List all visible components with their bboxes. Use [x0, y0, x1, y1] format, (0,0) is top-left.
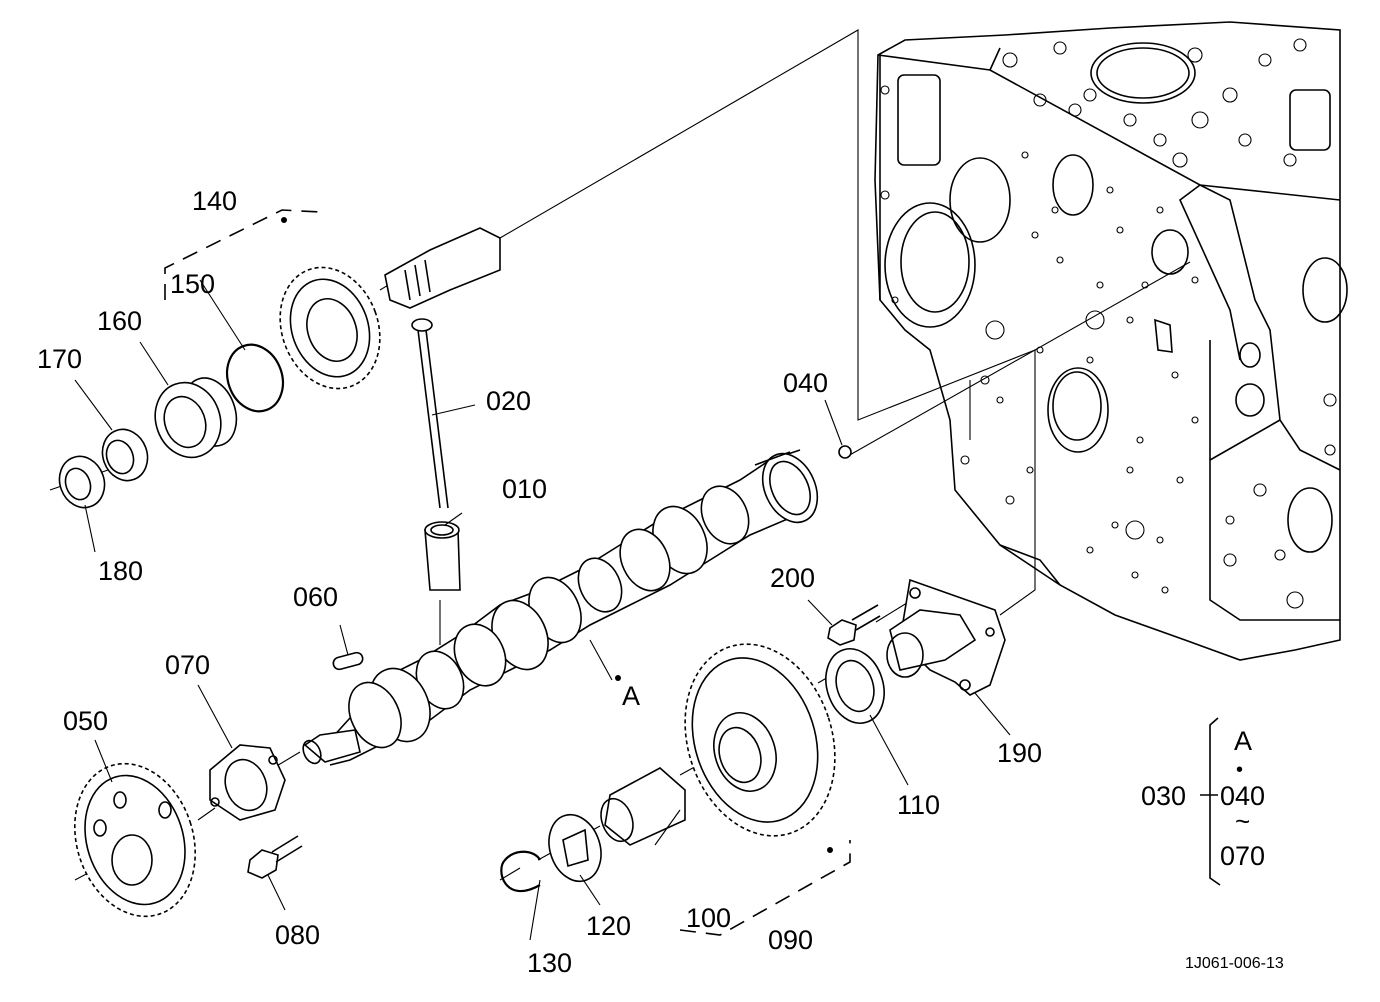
assembly-note-bullet: •: [1236, 759, 1243, 781]
nut-180: [58, 455, 106, 509]
callout-130: 130: [527, 948, 572, 978]
gear-090: [684, 643, 836, 837]
group-bracket-030: [1200, 717, 1221, 886]
callout-150: 150: [170, 269, 215, 299]
bolt-200: [827, 604, 881, 646]
callout-120: 120: [586, 911, 631, 941]
cover-190: [886, 578, 1006, 696]
assembly-note-letter: A: [1234, 726, 1252, 756]
callout-190: 190: [997, 738, 1042, 768]
callout-040: 040: [783, 368, 828, 398]
callout-050: 050: [63, 706, 108, 736]
bushing-100: [600, 767, 686, 846]
assembly-note-from: 040: [1220, 781, 1265, 811]
callout-100: 100: [686, 903, 731, 933]
camshaft: [302, 449, 819, 766]
callout-090: 090: [768, 925, 813, 955]
bearing-160: [154, 377, 238, 459]
reference-letter-a: A: [622, 681, 640, 711]
snap-ring-150: [225, 343, 285, 413]
washer-120: [548, 813, 602, 883]
callout-070: 070: [165, 650, 210, 680]
assembly-note-to: 070: [1220, 841, 1265, 871]
ball-040: [838, 445, 852, 459]
tappet-010: [424, 521, 461, 591]
snap-ring-130: [500, 850, 541, 893]
group-bracket-090: [679, 840, 851, 936]
group-bracket-140: [164, 209, 321, 300]
callout-200: 200: [770, 563, 815, 593]
callout-170: 170: [37, 344, 82, 374]
callout-060: 060: [293, 582, 338, 612]
callout-010: 010: [502, 474, 547, 504]
idler-shaft: [384, 227, 501, 309]
nut-170: [101, 428, 149, 482]
drawing-id: 1J061-006-13: [1185, 955, 1284, 972]
callout-leaders: [74, 279, 1011, 941]
idler-gear-140: [279, 266, 381, 390]
callout-140: 140: [192, 186, 237, 216]
push-rod-020: [411, 318, 449, 509]
bolt-080: [247, 835, 303, 879]
thrust-plate-070: [209, 744, 286, 821]
washer-110: [825, 648, 885, 724]
callout-110: 110: [897, 790, 940, 820]
callout-180: 180: [98, 556, 143, 586]
callout-020: 020: [486, 386, 531, 416]
callout-080: 080: [275, 920, 320, 950]
callout-160: 160: [97, 306, 142, 336]
callout-030: 030: [1141, 781, 1186, 811]
gear-050: [74, 762, 196, 918]
key-060: [332, 651, 364, 671]
callout-labels: 010 020 030 040 050 060 070 080 090 100 …: [37, 186, 1284, 978]
assembly-note-tilde: ~: [1235, 806, 1250, 836]
engine-block: [874, 21, 1348, 661]
